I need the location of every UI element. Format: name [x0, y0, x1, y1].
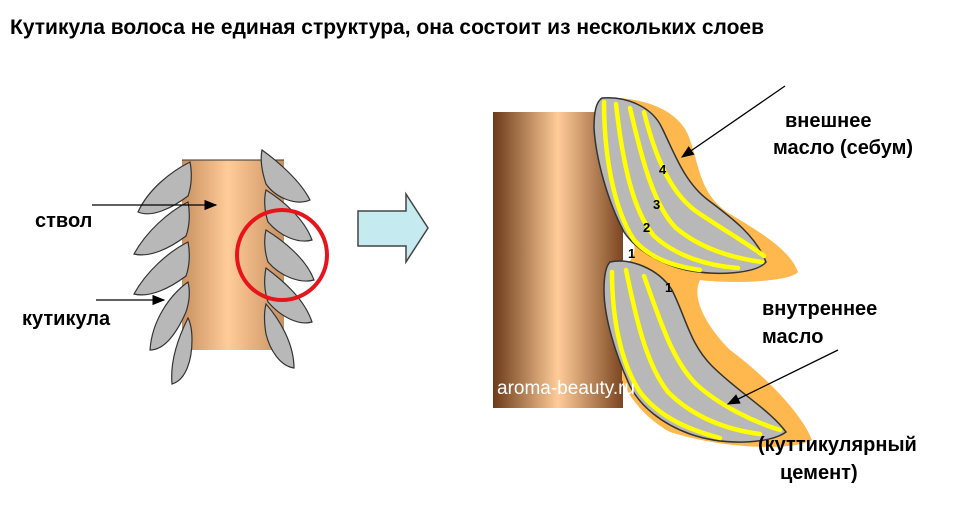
zoom-highlight-circle — [235, 208, 329, 302]
layer-number-1-lower: 1 — [665, 280, 672, 295]
layer-number-4-upper: 4 — [659, 162, 667, 177]
lower-layer-lines — [609, 267, 783, 441]
cement-label-line2: цемент) — [780, 462, 858, 484]
inner-oil-label-line1: внутреннее — [762, 298, 878, 320]
layer-number-3-upper: 3 — [653, 197, 660, 212]
page-title: Кутикула волоса не единая структура, она… — [10, 16, 765, 39]
shaft-label: ствол — [35, 210, 93, 232]
cuticle-label: кутикула — [22, 308, 111, 330]
sebum-pointer-arrow — [680, 85, 786, 158]
layer-number-1-upper: 1 — [628, 246, 635, 261]
layer-number-2-upper: 2 — [643, 220, 650, 235]
cuticle-scales-right — [260, 148, 315, 369]
enlarged-cuticle: 1 2 3 4 1 — [493, 85, 839, 447]
zoom-arrow — [357, 191, 429, 265]
outer-oil-label-line1: внешнее — [785, 110, 872, 132]
upper-layer-lines — [601, 99, 767, 273]
outer-oil-label-line2: масло (себум) — [773, 137, 914, 159]
cement-label-line1: (куттикулярный — [758, 434, 917, 456]
inner-oil-label-line2: масло — [762, 326, 824, 348]
small-hair-schematic — [92, 148, 329, 385]
watermark: aroma-beauty.ru — [497, 378, 635, 399]
inner-oil-pointer-arrow — [726, 349, 839, 405]
cuticle-scales-left — [133, 161, 193, 385]
